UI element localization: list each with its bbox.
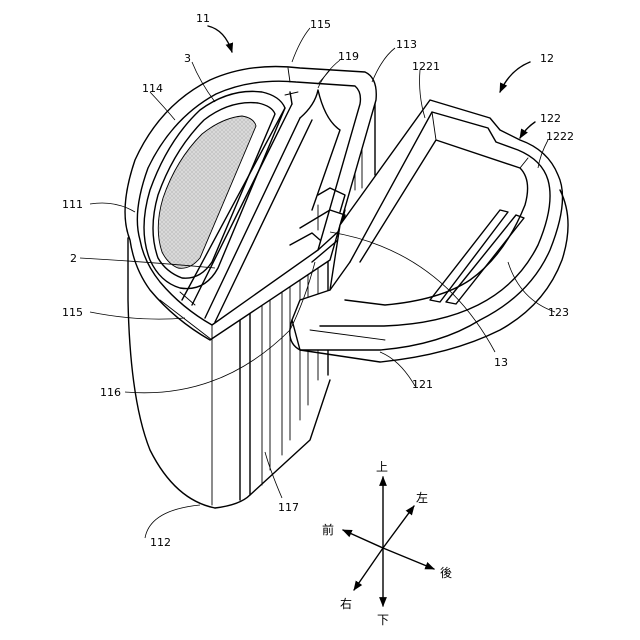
label-122: 122	[540, 112, 561, 125]
label-119: 119	[338, 50, 359, 63]
label-1222: 1222	[546, 130, 574, 143]
direction-compass: 上 下 前 後 左 右	[322, 460, 452, 627]
dir-up: 上	[376, 460, 388, 474]
label-113: 113	[396, 38, 417, 51]
dir-right: 右	[340, 596, 352, 611]
dir-back: 後	[440, 566, 452, 580]
label-116: 116	[100, 386, 121, 399]
label-115-top: 115	[310, 18, 331, 31]
label-115-left: 115	[62, 306, 83, 319]
label-114: 114	[142, 82, 163, 95]
label-13: 13	[494, 356, 508, 369]
arrow-12	[500, 62, 530, 92]
label-11: 11	[196, 12, 210, 25]
label-12: 12	[540, 52, 554, 65]
arrow-11	[208, 26, 232, 52]
label-112: 112	[150, 536, 171, 549]
dir-front: 前	[322, 522, 334, 537]
label-1221: 1221	[412, 60, 440, 73]
label-121: 121	[412, 378, 433, 391]
label-3: 3	[184, 52, 191, 65]
arrow-front	[343, 530, 383, 548]
arrow-left	[383, 506, 414, 548]
label-117: 117	[278, 501, 299, 514]
dir-down: 下	[377, 613, 389, 627]
arrow-back	[383, 548, 434, 569]
arrow-122	[520, 122, 535, 138]
arrow-right	[354, 548, 383, 590]
label-111: 111	[62, 198, 83, 211]
label-123: 123	[548, 306, 569, 319]
label-2: 2	[70, 252, 77, 265]
dir-left: 左	[416, 490, 428, 505]
